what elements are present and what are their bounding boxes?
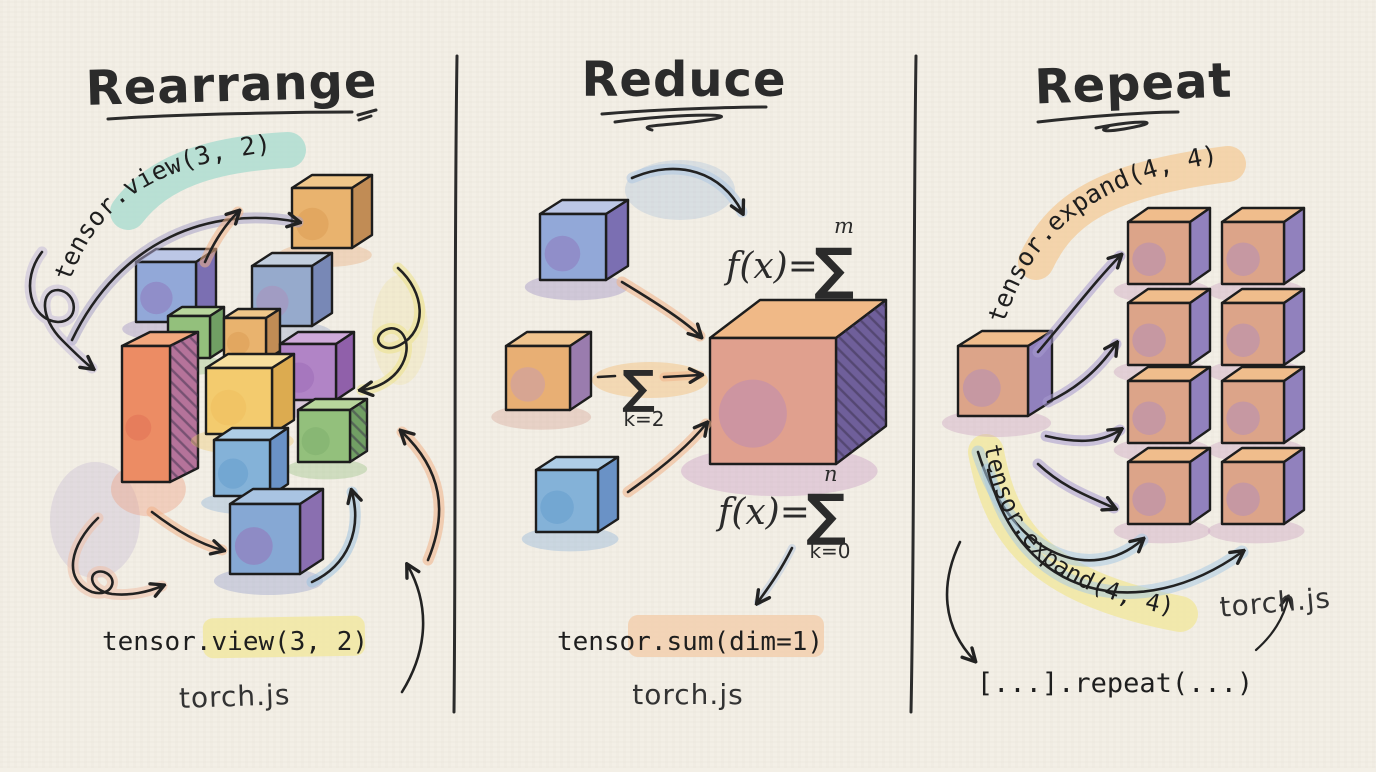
cube-layer (110, 173, 1306, 595)
cluster-arrow (396, 426, 445, 566)
reduce-merge-arrow (622, 418, 712, 498)
sigma-dash (596, 374, 617, 379)
panel-reduce: Reduce f(x)= ∑ m ∑ k=2 f(x)= ∑ n k=0 ten… (557, 52, 854, 711)
rearrange-underline-tick (356, 108, 378, 122)
reduce-sum-sigma: ∑ (622, 360, 655, 414)
cluster-arrow (306, 492, 355, 588)
cluster-arrow (146, 506, 222, 550)
arrow-layer (24, 163, 1288, 694)
cube (1113, 446, 1212, 544)
cube (1207, 446, 1306, 544)
reduce-formula-top-prefix: f(x)= (723, 246, 818, 287)
cube (521, 455, 620, 552)
expand-fan-arrow (1032, 458, 1114, 514)
reduce-caption-lib: torch.js (632, 678, 743, 711)
reduce-title: Reduce (581, 52, 786, 108)
view-caption-highlight (202, 615, 366, 659)
reduce-merge-arrow (616, 276, 706, 342)
repeat-title: Repeat (1034, 53, 1234, 116)
reduce-top-arrow (626, 163, 748, 218)
repeat-caption-code: [...].repeat(...) (977, 668, 1253, 699)
sigma-arrow (659, 375, 700, 377)
expand-top-label-highlight (1018, 146, 1246, 280)
swirl-arrow (356, 262, 426, 390)
repeat-underline (1036, 110, 1180, 124)
cube (110, 330, 200, 517)
watercolor-shadow (286, 458, 368, 480)
title-underlines (106, 105, 1180, 133)
panel-divider (452, 54, 459, 714)
reduce-sum-sub: k=2 (623, 407, 664, 431)
reduce-formula-bottom-sigma: ∑ (806, 483, 846, 548)
panel-divider (909, 54, 918, 714)
cluster-arrow (199, 206, 244, 268)
expand-fan-arrow (1040, 424, 1126, 447)
caption-arrow (400, 566, 425, 694)
sigma-highlight (592, 362, 708, 398)
formula-caption-arrow (754, 544, 796, 602)
cube (213, 487, 325, 595)
cube (286, 397, 369, 480)
view-label-highlight (110, 132, 306, 230)
rearrange-caption-code: tensor.view(3, 2) (102, 627, 368, 657)
expand-fan-arrow (1032, 250, 1126, 358)
repeat-caption-lib: torch.js (1218, 581, 1332, 624)
cube (278, 173, 374, 267)
reduce-underline (600, 105, 768, 116)
cube (201, 426, 290, 515)
cube (491, 330, 593, 430)
reduce-formula-top-sigma: ∑ (814, 237, 854, 302)
panel-dividers (452, 54, 918, 714)
expand-sweep-arrow (981, 463, 1249, 599)
rearrange-underline (106, 110, 354, 121)
reduce-formula-top-sup: m (834, 214, 854, 238)
cube (524, 198, 630, 301)
swirl-arrow (67, 512, 162, 600)
cube (681, 298, 888, 497)
repeat-lib-arrow (1254, 598, 1288, 652)
repeat-underline-squiggle (1094, 120, 1149, 133)
cube (1207, 206, 1306, 304)
reduce-caption-code: tensor.sum(dim=1) (557, 627, 823, 657)
swirl-arrow (24, 246, 98, 374)
reduce-formula-bottom-prefix: f(x)= (715, 492, 810, 533)
view-arc-arrow (66, 218, 298, 346)
rearrange-caption-lib: torch.js (178, 678, 291, 715)
reduce-formula-bottom-sub: k=0 (809, 539, 850, 563)
label-highlights (110, 132, 1246, 659)
rearrange-title: Rearrange (85, 53, 378, 117)
expand-fan-arrow (1042, 338, 1122, 408)
reduce-underline-squiggle (613, 113, 723, 132)
reduce-formula-bottom-sup: n (824, 462, 838, 486)
repeat-down-arrow (945, 540, 974, 660)
sum-caption-highlight (628, 615, 824, 657)
